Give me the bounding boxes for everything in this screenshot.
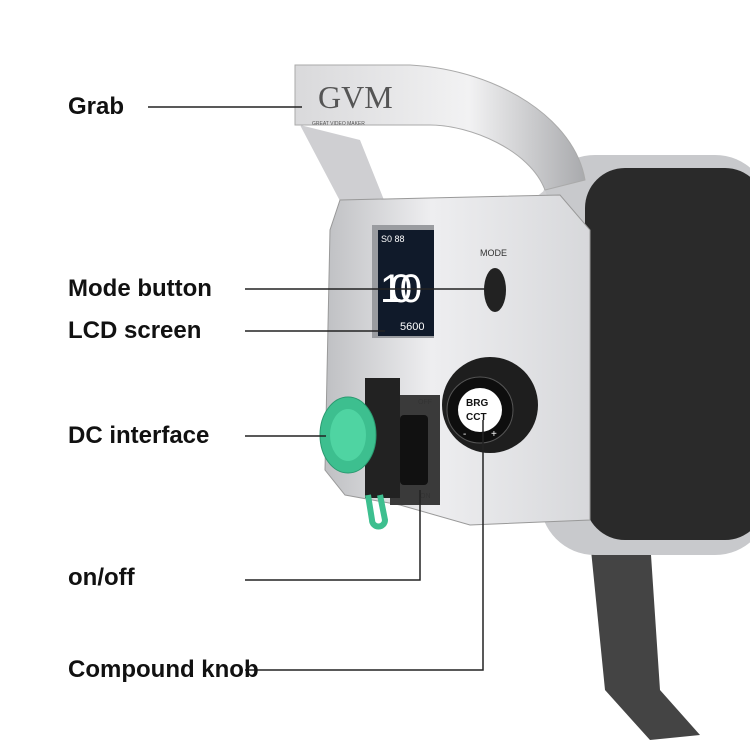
knob-bottom-label: CCT	[466, 412, 487, 423]
lcd-screen: S0 88 100 5600	[372, 225, 434, 338]
compound-knob[interactable]: BRG CCT - +	[442, 357, 538, 453]
stand	[590, 540, 700, 740]
mode-text: MODE	[480, 248, 507, 258]
dc-interface-connector[interactable]	[319, 378, 400, 530]
logo: GVM	[318, 79, 393, 115]
label-grab: Grab	[68, 93, 125, 120]
logo-tagline: GREAT VIDEO MAKER	[312, 121, 365, 127]
knob-minus: -	[463, 429, 466, 440]
label-compound-knob: Compound knob	[68, 656, 259, 683]
leader-lines	[148, 106, 492, 671]
switch-off-label: OFF	[418, 399, 432, 406]
power-switch[interactable]: OFF ON	[390, 395, 440, 505]
knob-top-label: BRG	[466, 398, 488, 409]
control-panel-body	[324, 194, 591, 526]
knob-plus: +	[491, 429, 497, 440]
label-lcd-screen: LCD screen	[68, 317, 202, 344]
label-mode-button: Mode button	[68, 275, 212, 302]
rear-housing	[540, 155, 750, 555]
lcd-cct: 5600	[400, 321, 424, 333]
mode-button[interactable]	[484, 268, 506, 312]
switch-on-label: ON	[420, 493, 431, 500]
label-dc-interface: DC interface	[68, 422, 210, 449]
label-on-off: on/off	[68, 564, 135, 591]
lcd-channel: S0 88	[381, 234, 405, 244]
